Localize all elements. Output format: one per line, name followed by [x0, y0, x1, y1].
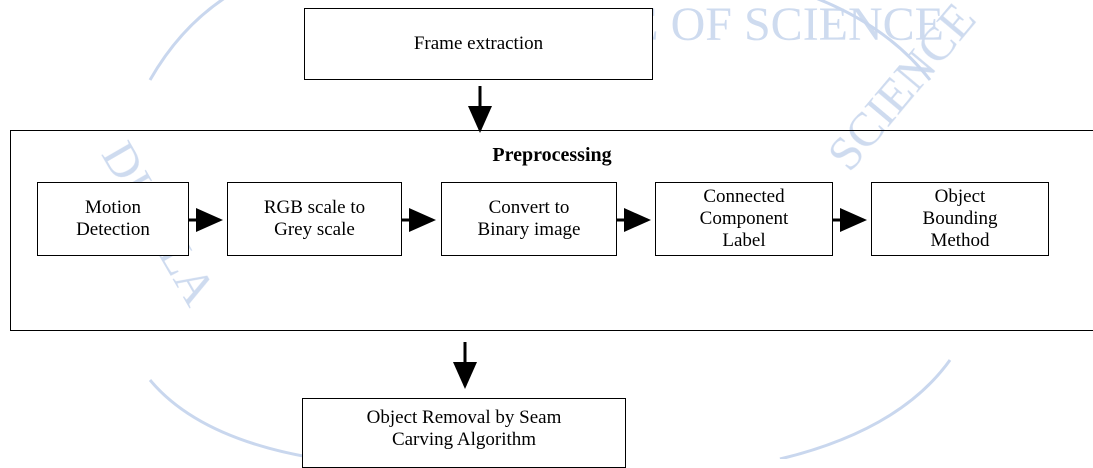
- preprocessing-title: Preprocessing: [492, 144, 612, 166]
- step-label: Convert to Binary image: [477, 197, 581, 240]
- step-connected-component: Connected Component Label: [655, 182, 833, 256]
- frame-extraction-box: Frame extraction: [304, 8, 653, 80]
- step-label: RGB scale to Grey scale: [263, 197, 366, 240]
- object-removal-label: Object Removal by Seam Carving Algorithm: [366, 407, 562, 450]
- step-label: Connected Component Label: [699, 186, 789, 251]
- step-label: Motion Detection: [76, 197, 150, 240]
- step-label: Object Bounding Method: [922, 186, 998, 251]
- frame-extraction-label: Frame extraction: [413, 33, 544, 54]
- step-rgb-to-grey: RGB scale to Grey scale: [227, 182, 402, 256]
- step-object-bounding: Object Bounding Method: [871, 182, 1049, 256]
- step-motion-detection: Motion Detection: [37, 182, 189, 256]
- step-convert-binary: Convert to Binary image: [441, 182, 617, 256]
- object-removal-box: Object Removal by Seam Carving Algorithm: [302, 398, 626, 468]
- preprocessing-container: [10, 130, 1093, 331]
